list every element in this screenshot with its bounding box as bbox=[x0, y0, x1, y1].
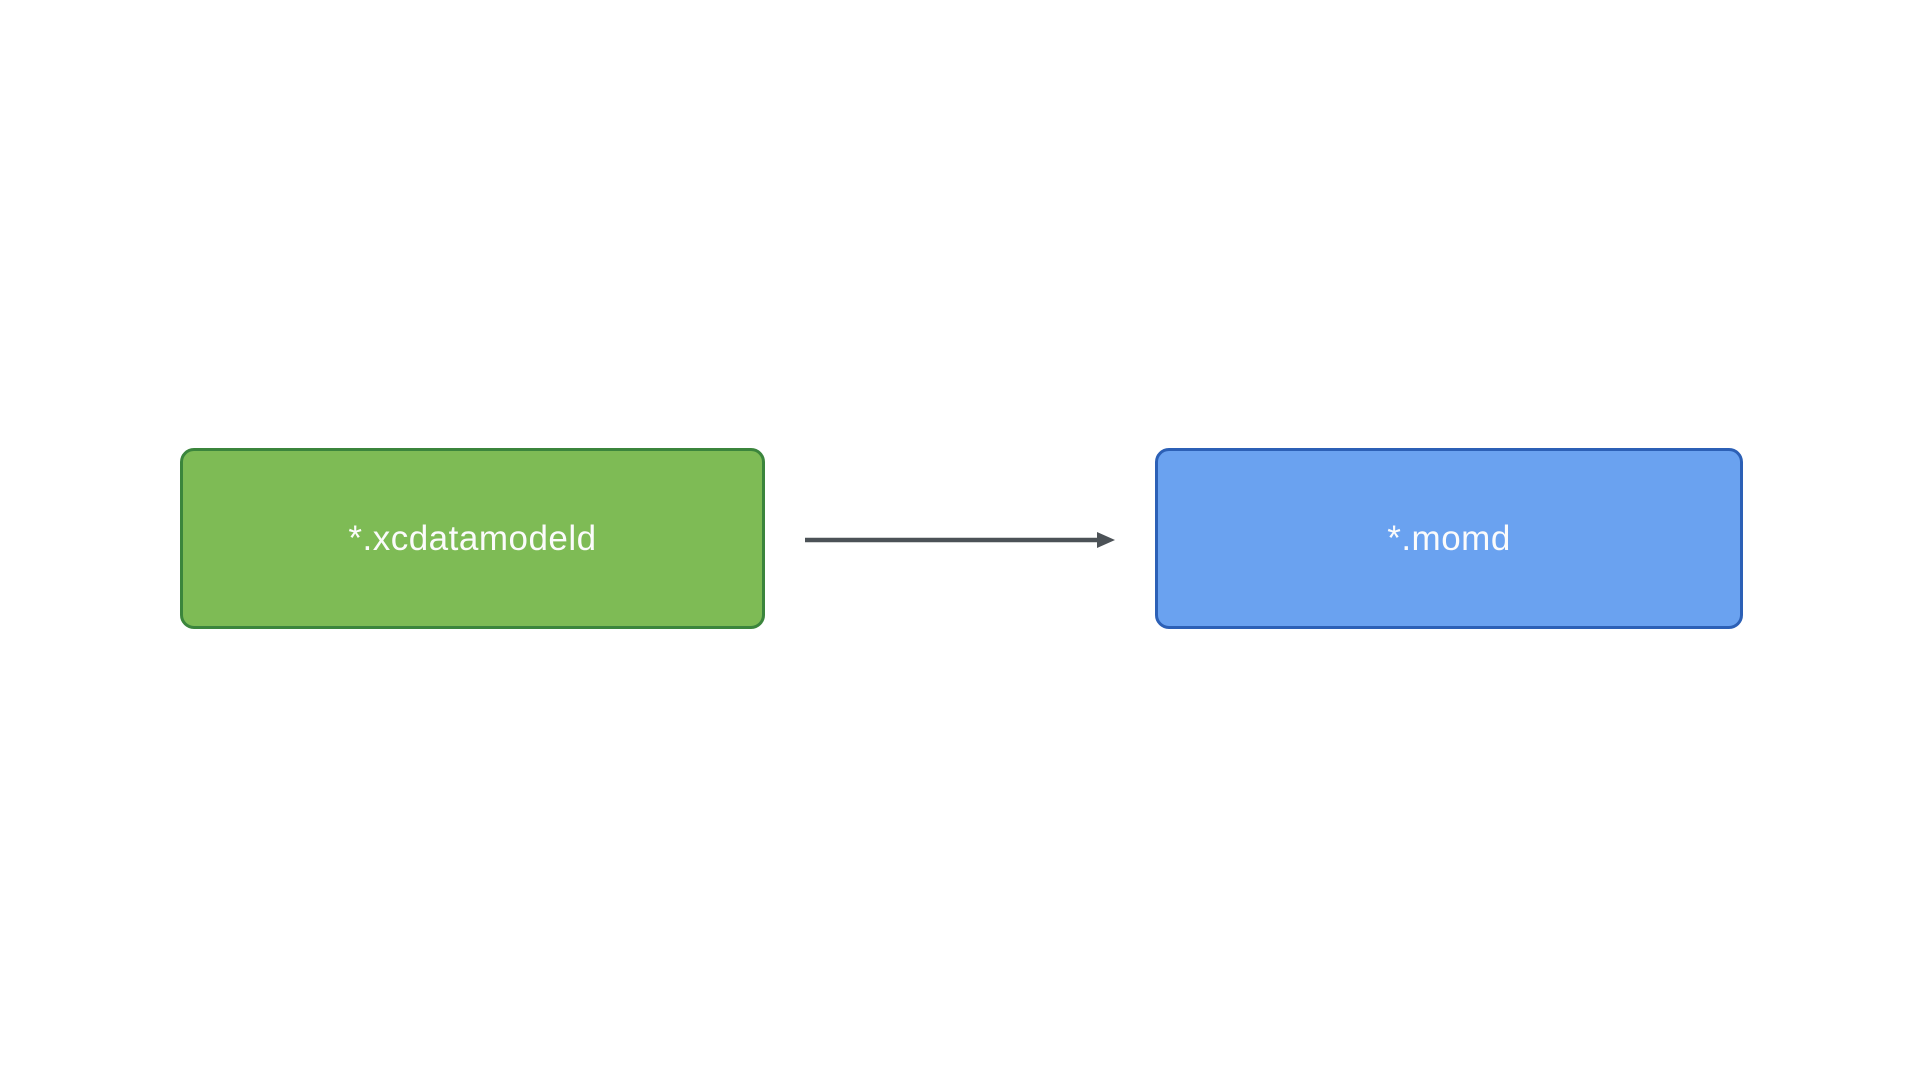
node-momd: *.momd bbox=[1155, 448, 1743, 629]
node-xcdatamodeld: *.xcdatamodeld bbox=[180, 448, 765, 629]
arrow-right-icon bbox=[805, 532, 1115, 548]
node-momd-label: *.momd bbox=[1387, 518, 1511, 558]
node-xcdatamodeld-label: *.xcdatamodeld bbox=[348, 518, 597, 558]
arrow-head bbox=[1097, 532, 1115, 548]
